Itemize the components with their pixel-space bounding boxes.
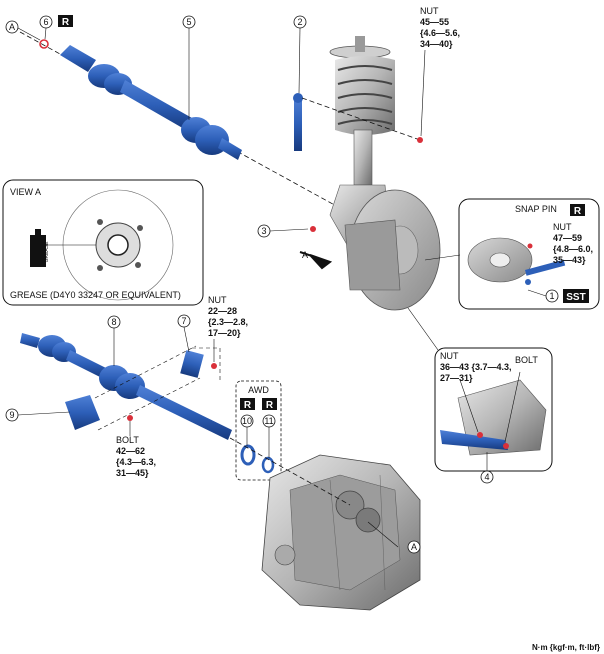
svg-text:6: 6 (43, 17, 48, 27)
mid-nut-torque-nm: 22—28 (208, 306, 237, 316)
lower-bolt-torque-kgf: {4.3—6.3, (116, 457, 156, 467)
units-legend: N·m {kgf·m, ft·lbf} (532, 643, 600, 652)
view-arrow-a (299, 251, 333, 270)
callout-a-top (5, 20, 19, 34)
snap-pin-nut-label: NUT (553, 222, 572, 232)
svg-text:R: R (266, 400, 274, 411)
snap-pin-label: SNAP PIN (515, 204, 557, 214)
svg-text:3: 3 (261, 226, 266, 236)
view-a-grease-note: GREASE (D4Y0 33247 OR EQUIVALENT) (10, 290, 181, 300)
snap-pin-disc (467, 237, 566, 285)
bearing-bracket-7 (180, 350, 204, 378)
seal-10 (240, 444, 256, 466)
grease-can-label: GREASE (44, 241, 50, 263)
front-drive-shaft-upper (19, 31, 421, 253)
arrow-a-label: A (302, 250, 308, 260)
detail-nut-marker (477, 432, 483, 438)
snap-pin-torque-ftlbf: 35—43} (553, 255, 586, 265)
awd-r-badge-11 (262, 398, 277, 410)
detail-nut-torque-nm: 36—43 {3.7—4.3, (440, 362, 512, 372)
svg-text:2: 2 (297, 17, 302, 27)
svg-text:SST: SST (566, 292, 585, 303)
awd-r-badge-10 (240, 398, 255, 410)
top-nut-torque-kgf: {4.6—5.6, (420, 28, 460, 38)
svg-text:A: A (9, 22, 15, 32)
lower-bolt-torque-nm: 42—62 (116, 446, 145, 456)
mid-nut-label: NUT (208, 295, 227, 305)
brake-disc-knuckle (344, 189, 441, 311)
nut-marker-mid (211, 363, 217, 369)
view-a-hub (45, 189, 174, 301)
sst-badge (563, 289, 589, 303)
mid-nut-torque-ftlbf: 17—20} (208, 328, 241, 338)
snap-pin-r-badge (570, 204, 585, 216)
transaxle-housing (261, 454, 421, 611)
awd-box (235, 380, 282, 481)
lower-bolt-torque-ftlbf: 31—45} (116, 468, 149, 478)
svg-text:R: R (244, 400, 252, 411)
snap-pin-torque-kgf: {4.8—6.0, (553, 244, 593, 254)
callout-a-bottom (407, 540, 421, 554)
detail-bolt-marker (503, 443, 509, 449)
svg-text:9: 9 (9, 410, 14, 420)
awd-label: AWD (248, 385, 269, 395)
bolt-marker-lower (127, 415, 133, 421)
svg-text:4: 4 (484, 472, 489, 482)
top-nut-torque-nm: 45—55 (420, 17, 449, 27)
lower-bolt-label: BOLT (116, 435, 139, 445)
mid-nut-torque-kgf: {2.3—2.8, (208, 317, 248, 327)
svg-text:11: 11 (264, 416, 273, 426)
stabilizer-link-2 (293, 93, 421, 151)
grease-can-icon (30, 229, 46, 267)
top-nut-label: NUT (420, 6, 439, 16)
svg-text:R: R (574, 206, 582, 217)
clip-ring-6 (39, 39, 49, 49)
r-badge-6 (58, 15, 73, 27)
snap-pin-torque-nm: 47—59 (553, 233, 582, 243)
view-a-title: VIEW A (10, 187, 41, 197)
svg-text:A: A (411, 542, 417, 552)
nut-marker-top (417, 137, 423, 143)
svg-text:1: 1 (549, 291, 554, 301)
svg-text:5: 5 (186, 17, 191, 27)
detail-bolt-label: BOLT (515, 355, 538, 365)
detail-nut-label: NUT (440, 351, 459, 361)
support-bracket-9 (65, 395, 100, 430)
top-nut-torque-ftlbf: 34—40} (420, 39, 453, 49)
front-drive-shaft-lower (20, 333, 232, 440)
detail-nut-torque-ftlbf: 27—31} (440, 373, 473, 383)
svg-text:10: 10 (242, 416, 252, 426)
nut-marker-knuckle (310, 226, 316, 232)
svg-text:8: 8 (111, 317, 116, 327)
svg-text:R: R (62, 17, 70, 28)
svg-text:7: 7 (181, 316, 186, 326)
clip-11 (261, 456, 275, 474)
snap-pin-marker (527, 243, 533, 249)
